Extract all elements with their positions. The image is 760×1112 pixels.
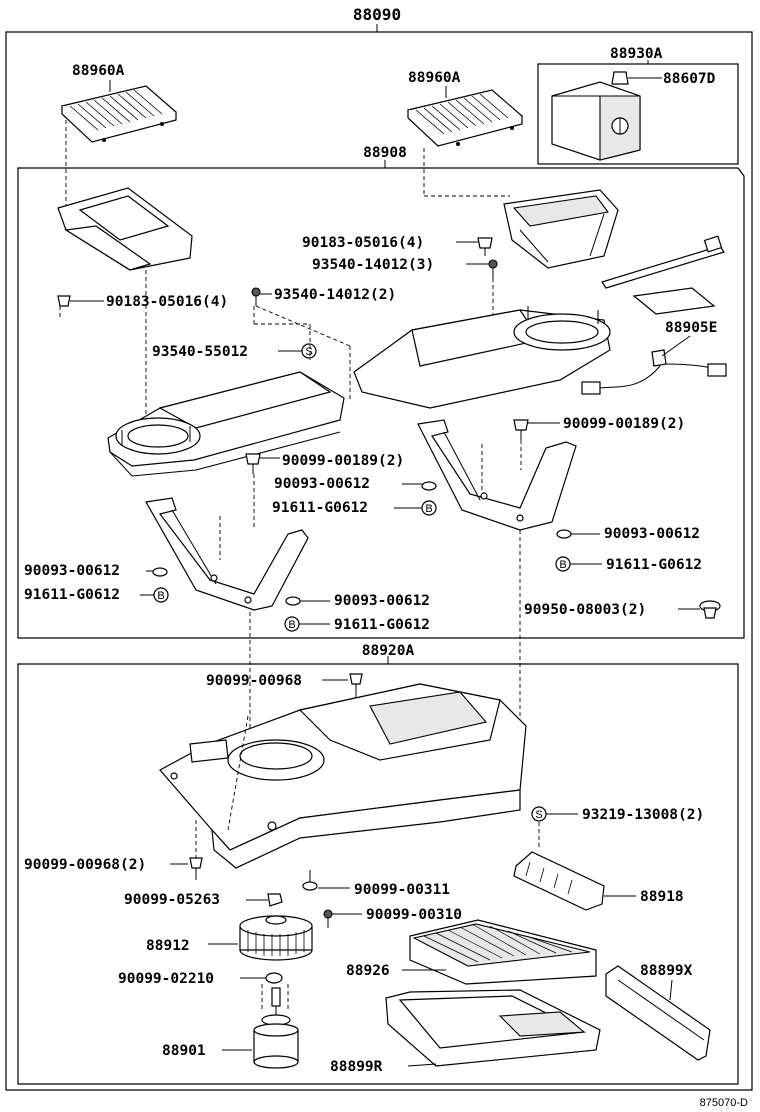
screw-c-icon <box>302 870 318 891</box>
label-filter-case: 88899R <box>330 1059 383 1075</box>
label-sensor-assy: 88930A <box>610 46 663 62</box>
fan-illustration <box>239 915 313 961</box>
washer-fan-icon <box>265 972 283 984</box>
label-nut-right: 91611-G0612 <box>606 557 702 573</box>
upper-group-label: 88908 <box>363 145 407 161</box>
label-screw-a-left: 90183-05016(4) <box>106 294 228 310</box>
filter-left-illustration <box>60 85 178 143</box>
label-filter-cover: 88899X <box>640 963 693 979</box>
screw-b-left-icon <box>251 287 261 306</box>
foam-pad <box>632 287 716 315</box>
blower-case <box>159 683 527 869</box>
footer-code: 875070-D <box>700 1097 748 1109</box>
svg-text:B: B <box>425 503 432 515</box>
washer-bottom-icon <box>285 596 301 606</box>
lower-group-frame <box>17 656 739 1085</box>
bracket-left <box>145 497 309 611</box>
label-clip-s: 93540-55012 <box>152 344 248 360</box>
label-screw-c: 90099-00311 <box>354 882 450 898</box>
label-screw-lower-left: 90099-00968(2) <box>24 857 146 873</box>
label-damper: 88918 <box>640 889 684 905</box>
label-bolt-right: 90099-00189(2) <box>563 416 685 432</box>
label-screw-b-left: 93540-14012(2) <box>274 287 396 303</box>
assembly-number: 88090 <box>353 5 401 24</box>
filter-cover-illustration <box>605 965 711 1061</box>
nut-fan-icon <box>267 893 283 907</box>
svg-text:B: B <box>559 559 566 571</box>
label-filter-element: 88926 <box>346 963 390 979</box>
label-grommet: 90950-08003(2) <box>524 602 646 618</box>
label-fan: 88912 <box>146 938 190 954</box>
upper-housing-left <box>107 371 345 477</box>
lower-group-label: 88920A <box>362 643 415 659</box>
b-marker-mid-icon: B <box>421 500 437 516</box>
s-marker-lower-icon: S <box>531 806 547 822</box>
svg-text:S: S <box>535 809 542 821</box>
label-sensor-bulb: 88607D <box>663 71 716 87</box>
label-screw-b-right: 93540-14012(3) <box>312 257 434 273</box>
screw-a-right-icon <box>477 237 493 256</box>
s-marker-icon: S <box>301 343 317 359</box>
label-nut-left: 91611-G0612 <box>24 587 120 603</box>
label-clip-lower: 93219-13008(2) <box>582 807 704 823</box>
label-washer-mid: 90093-00612 <box>274 476 370 492</box>
screw-b-right-icon <box>488 259 498 278</box>
label-washer-left: 90093-00612 <box>24 563 120 579</box>
screw-top-icon <box>349 673 363 694</box>
damper-illustration <box>513 851 605 911</box>
svg-text:B: B <box>157 590 164 602</box>
bolt-left-icon <box>245 453 261 474</box>
sensor-box <box>537 63 739 165</box>
label-harness: 88905E <box>665 320 717 336</box>
filter-case-illustration <box>385 989 601 1067</box>
duct-cover-right <box>503 189 619 269</box>
label-nut-fan: 90099-05263 <box>124 892 220 908</box>
b-marker-right-icon: B <box>555 556 571 572</box>
harness-illustration <box>581 349 727 395</box>
label-bolt-left: 90099-00189(2) <box>282 453 404 469</box>
label-screw-a-right: 90183-05016(4) <box>302 235 424 251</box>
grommet-icon <box>699 600 721 619</box>
screw-d-icon <box>323 909 333 928</box>
washer-mid-icon <box>421 481 437 491</box>
svg-text:S: S <box>305 346 312 358</box>
bracket-right <box>417 419 577 531</box>
b-marker-left-icon: B <box>153 587 169 603</box>
label-filter-right: 88960A <box>408 70 461 86</box>
bolt-right-icon <box>513 419 529 440</box>
motor-illustration <box>253 987 299 1069</box>
upper-housing-right <box>353 306 611 409</box>
filter-element-illustration <box>409 919 597 985</box>
filter-right-illustration <box>406 89 524 147</box>
label-washer-right: 90093-00612 <box>604 526 700 542</box>
label-washer-bottom: 90093-00612 <box>334 593 430 609</box>
screw-lower-left-icon <box>189 857 203 880</box>
washer-right-icon <box>556 529 572 539</box>
svg-text:B: B <box>288 619 295 631</box>
cable-tie <box>601 235 725 289</box>
assembly-frame <box>5 24 753 1091</box>
label-motor: 88901 <box>162 1043 206 1059</box>
washer-left-icon <box>152 567 168 577</box>
label-screw-d: 90099-00310 <box>366 907 462 923</box>
screw-a-left-icon <box>57 295 71 307</box>
label-nut-bottom: 91611-G0612 <box>334 617 430 633</box>
label-washer-fan: 90099-02210 <box>118 971 214 987</box>
label-filter-left: 88960A <box>72 63 125 79</box>
label-screw-top: 90099-00968 <box>206 673 302 689</box>
label-nut-mid: 91611-G0612 <box>272 500 368 516</box>
duct-cover-left <box>57 187 193 271</box>
b-marker-bottom-icon: B <box>284 616 300 632</box>
upper-group-frame <box>17 160 745 639</box>
